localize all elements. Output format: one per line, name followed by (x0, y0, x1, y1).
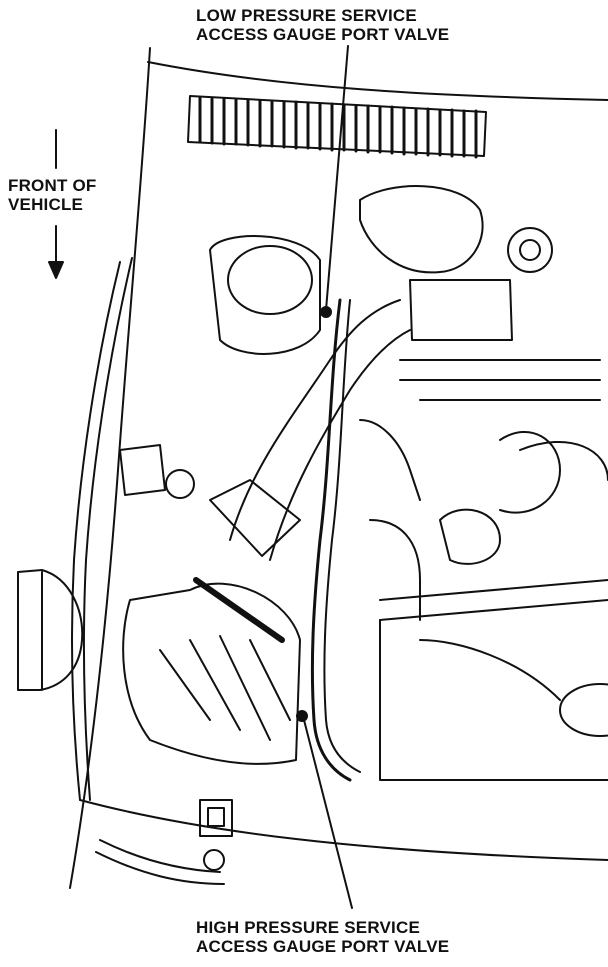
left-strut-tower (119, 444, 233, 837)
callout-leader-lines (303, 45, 353, 909)
coolant-reservoir (209, 235, 321, 355)
low-pressure-port-marker (320, 306, 332, 318)
low-pressure-leader-line (325, 45, 349, 311)
low-pressure-label-line-1: LOW PRESSURE SERVICE (196, 6, 417, 25)
high-pressure-leader-line (303, 719, 353, 909)
high-pressure-port-label: HIGH PRESSURE SERVICE ACCESS GAUGE PORT … (196, 918, 449, 956)
hood-and-fender-outline (69, 47, 608, 889)
high-pressure-label-line-2: ACCESS GAUGE PORT VALVE (196, 937, 450, 956)
high-pressure-label-line-1: HIGH PRESSURE SERVICE (196, 918, 420, 937)
service-port-markers (296, 306, 332, 722)
low-pressure-port-label: LOW PRESSURE SERVICE ACCESS GAUGE PORT V… (196, 6, 449, 44)
air-cleaner-housing (122, 577, 301, 765)
front-of-vehicle-label: FRONT OF VEHICLE (8, 176, 96, 214)
low-pressure-label-line-2: ACCESS GAUGE PORT VALVE (196, 25, 450, 44)
front-label-line-1: FRONT OF (8, 176, 97, 195)
headlamp-assembly (17, 569, 84, 691)
front-direction-arrow (48, 129, 64, 279)
front-label-line-2: VEHICLE (8, 195, 84, 214)
radiator-support (95, 839, 225, 885)
engine-block-components (359, 185, 608, 781)
ac-refrigerant-lines (310, 298, 421, 782)
cowl-grille (187, 95, 487, 159)
high-pressure-port-marker (296, 710, 308, 722)
